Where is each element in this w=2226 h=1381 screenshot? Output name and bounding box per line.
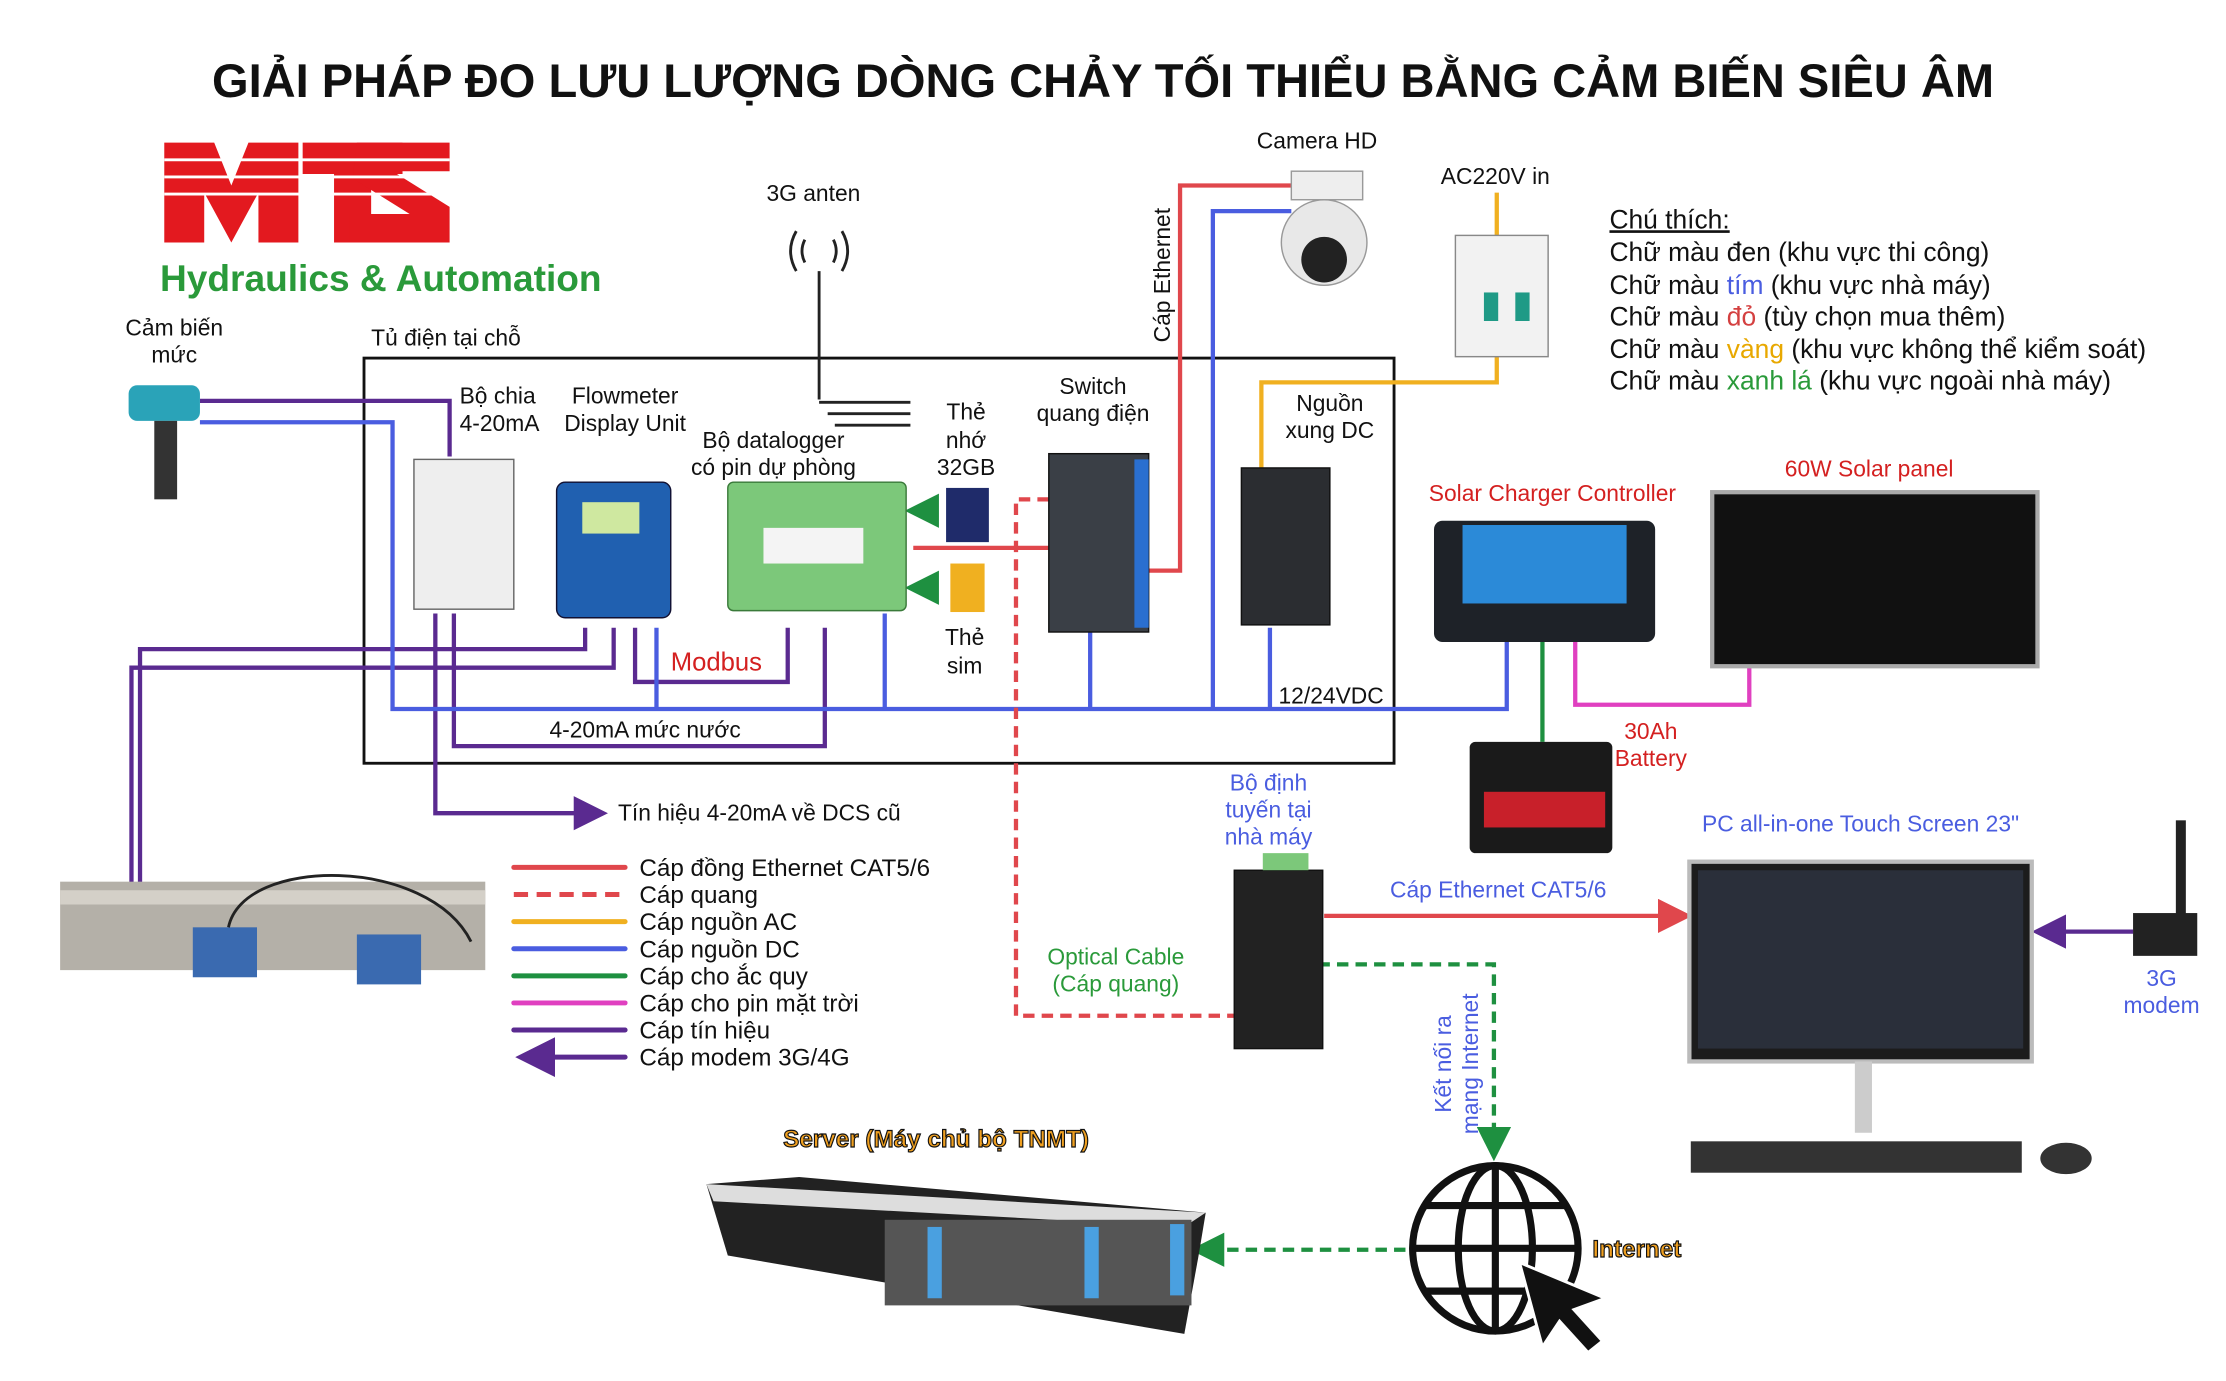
internet-link-label-1: Kết nối ra [1430,1015,1456,1113]
memory-label-3: 32GB [937,454,995,480]
dc-power-supply [1240,467,1331,626]
note-yellow: Chữ màu vàng (khu vực không thể kiểm soá… [1609,334,2146,364]
internet-link-label-2: mạng Internet [1457,993,1483,1134]
sim-label-1: Thẻ [945,624,984,650]
cursor-icon [1517,1260,1610,1355]
psu-label-1: Nguồn [1296,390,1363,416]
antenna [789,230,911,427]
legend-battery: Cáp cho ắc quy [639,963,808,990]
switch-side-panel [1134,459,1149,628]
level-sensor [128,385,200,500]
optical-label-1: Optical Cable [1047,943,1184,969]
router-label-1: Bộ định [1230,769,1307,795]
dcs-signal-label: Tín hiệu 4-20mA về DCS cũ [618,799,901,825]
sim-label-2: sim [947,652,982,678]
router-label-2: tuyến tại [1225,796,1311,822]
green-arrows [904,493,939,605]
flowmeter-label-2: Display Unit [564,410,686,436]
globe-icon [1409,1162,1582,1335]
network-switch [1048,452,1150,633]
modem-label-2: modem [2124,992,2200,1018]
router-label-3: nhà máy [1225,824,1313,850]
flowmeter-label-1: Flowmeter [572,383,679,409]
sim-card [950,563,985,613]
ethernet-vertical-label: Cáp Ethernet [1149,207,1175,342]
datalogger-label-2: có pin dự phòng [691,454,856,480]
note-red: Chữ màu đỏ (tùy chọn mua thêm) [1609,301,2005,331]
level-sensor-label-1: Cảm biến [125,314,223,340]
3g-modem [2133,820,2198,956]
modbus-label: Modbus [671,649,762,677]
server-label: Server (Máy chủ bộ TNMT) [783,1126,1089,1153]
camera-label: Camera HD [1257,127,1377,153]
solar-panel [1710,490,2040,669]
pc-label: PC all-in-one Touch Screen 23" [1702,811,2019,837]
camera [1280,170,1368,287]
signal-splitter [413,458,515,610]
notes-heading: Chú thích: [1609,204,1729,234]
legend-fiber: Cáp quang [639,882,758,909]
pipe-with-sensors [60,874,486,985]
page-title: GIẢI PHÁP ĐO LƯU LƯỢNG DÒNG CHẢY TỐI THI… [212,54,1994,107]
legend-modem: Cáp modem 3G/4G [639,1045,849,1072]
flowmeter-screen [582,502,640,534]
legend-signal: Cáp tín hiệu [639,1018,770,1045]
battery-label-1: 30Ah [1624,718,1677,744]
note-green: Chữ màu xanh lá (khu vực ngoài nhà máy) [1609,365,2111,395]
cabinet-box [362,356,1396,765]
memory-label-2: nhớ [946,427,986,453]
router [1233,853,1324,1050]
pc-all-in-one [1687,859,2092,1175]
cables [129,183,2134,1267]
legend-solar: Cáp cho pin mặt trời [639,990,858,1017]
switch-label-1: Switch [1059,373,1126,399]
ac-in-label: AC220V in [1441,163,1550,189]
psu-label-2: xung DC [1285,417,1374,443]
splitter-label-2: 4-20mA [460,410,541,436]
cable-legend [511,864,628,1078]
battery-label-2: Battery [1615,745,1688,771]
legend-ethernet: Cáp đồng Ethernet CAT5/6 [639,855,930,882]
logo-tagline: Hydraulics & Automation [160,257,602,299]
water-level-label: 4-20mA mức nước [549,717,740,743]
internet-label: Internet [1592,1236,1681,1263]
switch-label-2: quang điện [1037,400,1150,426]
solar-panel-label: 60W Solar panel [1785,456,1954,482]
note-black: Chữ màu đen (khu vực thi công) [1609,237,1989,267]
dc-voltage-label: 12/24VDC [1278,682,1383,708]
battery [1469,741,1613,854]
cabinet-label: Tủ điện tại chỗ [371,324,521,350]
legend-ac: Cáp nguồn AC [639,909,797,936]
modem-label-1: 3G [2146,965,2176,991]
server [706,1176,1206,1334]
datalogger-label-plate [763,527,864,564]
level-sensor-label-2: mức [151,341,197,367]
mts-logo [164,142,450,243]
legend-dc: Cáp nguồn DC [639,936,799,963]
solar-controller-label: Solar Charger Controller [1429,480,1677,506]
ethernet-cat-label: Cáp Ethernet CAT5/6 [1390,876,1606,902]
splitter-label-1: Bộ chia [460,383,536,409]
memory-label-1: Thẻ [946,398,985,424]
note-purple: Chữ màu tím (khu vực nhà máy) [1609,270,1990,300]
circuit-breaker [1454,234,1549,358]
memory-card [946,487,989,543]
optical-label-2: (Cáp quang) [1052,971,1179,997]
datalogger-label-1: Bộ datalogger [702,427,844,453]
solar-controller [1433,520,1656,642]
antenna-label: 3G anten [766,180,860,206]
